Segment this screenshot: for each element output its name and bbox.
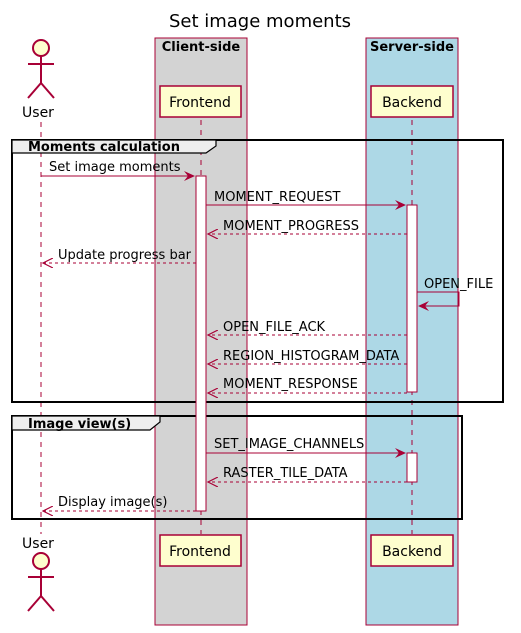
message-update-progress-bar: Update progress bar — [43, 248, 196, 263]
message-open-file: OPEN_FILE — [417, 277, 493, 311]
message-region-histogram-data-label: REGION_HISTOGRAM_DATA — [223, 349, 399, 364]
group-image-views: Image view(s) — [11, 415, 463, 520]
message-raster-tile-data-label: RASTER_TILE_DATA — [223, 466, 348, 481]
message-set-image-channels-label: SET_IMAGE_CHANNELS — [214, 437, 364, 452]
group-moments-calculation-label: Moments calculation — [28, 140, 180, 155]
message-moment-request-label: MOMENT_REQUEST — [214, 190, 341, 205]
group-moments-calculation: Moments calculation — [11, 139, 504, 403]
message-display-images-label: Display image(s) — [58, 495, 167, 510]
message-moment-request: MOMENT_REQUEST — [206, 190, 406, 210]
actor-user-top-label: User — [22, 105, 54, 121]
message-raster-tile-data: RASTER_TILE_DATA — [208, 466, 407, 482]
box-client-side-label: Client-side — [162, 40, 241, 55]
participant-frontend-bottom-label: Frontend — [169, 544, 231, 560]
message-moment-response-label: MOMENT_RESPONSE — [223, 377, 358, 392]
message-set-image-channels: SET_IMAGE_CHANNELS — [206, 437, 406, 458]
actor-user-bottom-figure — [27, 552, 55, 612]
message-set-image-moments: Set image moments — [41, 160, 195, 181]
participant-frontend-bottom: Frontend — [159, 534, 242, 567]
box-server-side: Server-side — [365, 37, 459, 626]
participant-backend-bottom-label: Backend — [382, 544, 442, 560]
box-server-side-label: Server-side — [370, 40, 454, 55]
participant-backend-top: Backend — [370, 85, 454, 118]
activation-backend-moments — [406, 204, 418, 393]
message-moment-progress: MOMENT_PROGRESS — [208, 219, 407, 234]
group-image-views-label: Image view(s) — [28, 417, 131, 432]
message-set-image-moments-label: Set image moments — [49, 160, 181, 175]
activation-frontend — [195, 175, 207, 512]
message-update-progress-bar-label: Update progress bar — [58, 248, 192, 263]
participant-backend-top-label: Backend — [382, 95, 442, 111]
message-moment-progress-label: MOMENT_PROGRESS — [223, 219, 359, 234]
participant-backend-bottom: Backend — [370, 534, 454, 567]
actor-user-bottom: User — [22, 536, 55, 612]
actor-user-bottom-label: User — [22, 536, 54, 552]
actor-user-top-figure — [27, 39, 55, 99]
activation-backend-views — [406, 452, 418, 483]
message-open-file-ack: OPEN_FILE_ACK — [208, 320, 407, 335]
message-open-file-ack-label: OPEN_FILE_ACK — [223, 320, 326, 335]
message-display-images: Display image(s) — [43, 495, 196, 511]
message-moment-response: MOMENT_RESPONSE — [208, 377, 407, 393]
participant-frontend-top: Frontend — [159, 85, 242, 118]
participant-frontend-top-label: Frontend — [169, 95, 231, 111]
actor-user-top: User — [22, 39, 55, 121]
diagram-title: Set image moments — [169, 11, 351, 32]
message-region-histogram-data: REGION_HISTOGRAM_DATA — [208, 349, 407, 364]
message-open-file-label: OPEN_FILE — [424, 277, 493, 292]
